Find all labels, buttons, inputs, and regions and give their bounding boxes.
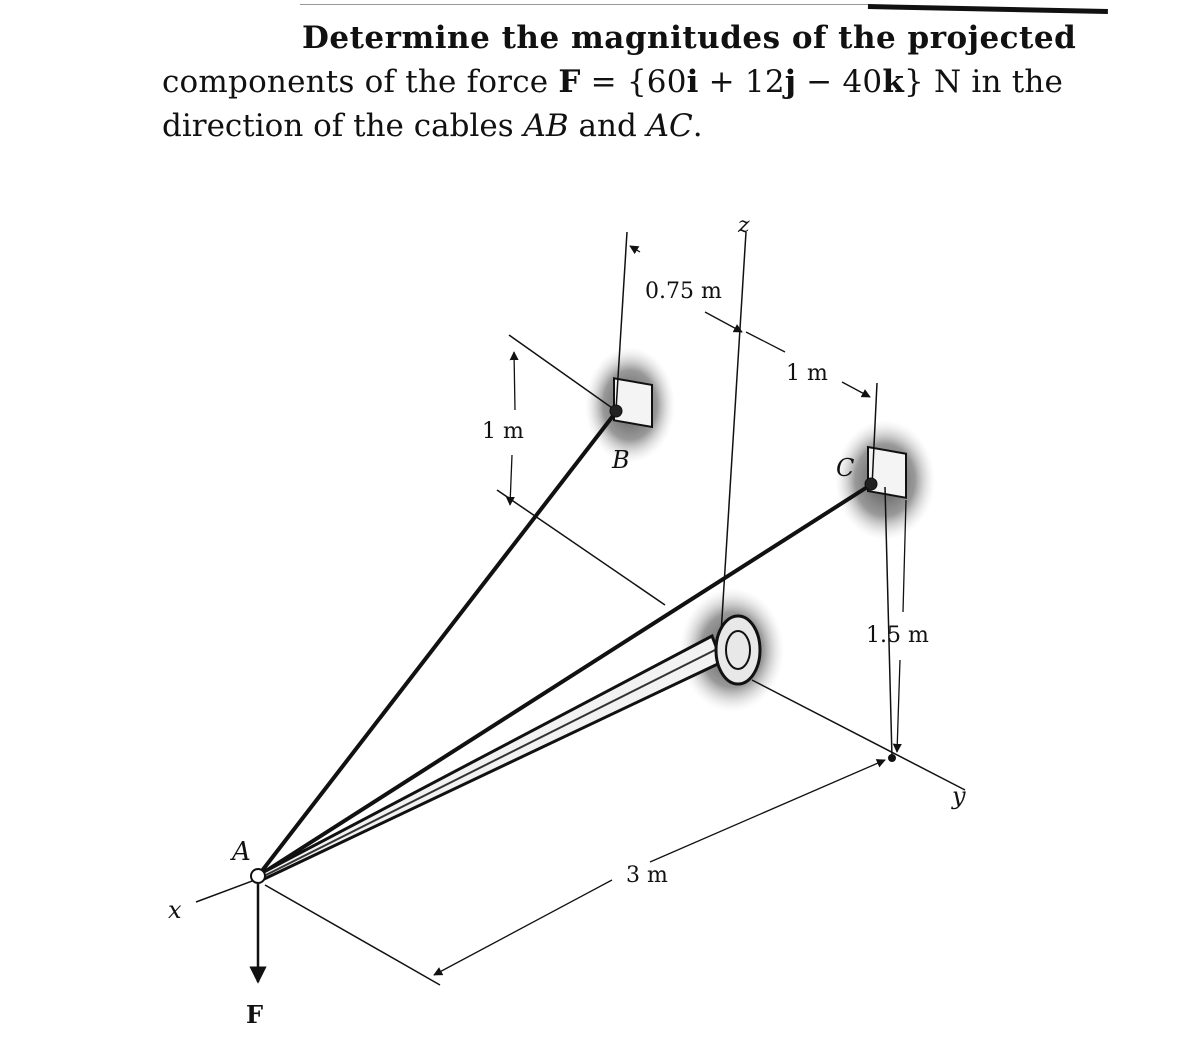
problem-text: } N in the <box>904 64 1064 100</box>
problem-text: = {60 <box>580 64 687 100</box>
problem-text: components of the force <box>162 64 559 100</box>
cables <box>256 410 874 878</box>
dim-label-1m-top: 1 m <box>786 361 828 386</box>
page-top-rule <box>300 4 870 5</box>
construction-lines <box>195 231 966 986</box>
cable-ab-label: AB <box>523 108 569 144</box>
point-a-marker <box>250 868 266 884</box>
force-symbol: F <box>558 64 581 100</box>
point-c-marker <box>864 477 878 491</box>
dim-label-1m-left: 1 m <box>482 419 524 444</box>
y-dim-point <box>888 754 896 762</box>
problem-line-1: Determine the magnitudes of the projecte… <box>302 20 1077 56</box>
x-axis <box>195 879 256 903</box>
b-top-extension <box>508 334 616 411</box>
dimension-lines <box>433 245 907 976</box>
label-axis-x: x <box>168 896 182 924</box>
problem-text: direction of the cables <box>162 108 524 144</box>
unit-vector-k: k <box>882 64 905 100</box>
cable-ac-label: AC <box>646 108 693 144</box>
c-vertical-line <box>884 486 893 759</box>
unit-vector-i: i <box>686 64 699 100</box>
dim-label-3: 3 m <box>626 863 668 888</box>
dim-3-arrow-right <box>649 759 886 863</box>
b-bottom-extension <box>496 489 666 606</box>
dim-15-line-up <box>902 499 907 613</box>
cable-ac <box>256 482 874 878</box>
label-point-b: B <box>611 446 630 474</box>
wall-patch-b <box>585 347 675 463</box>
problem-line-3: direction of the cables AB and AC. <box>162 104 1074 148</box>
point-b-marker <box>609 404 623 418</box>
pole-base-plate <box>714 614 762 686</box>
label-axis-z: z <box>737 213 750 238</box>
problem-text: . <box>692 108 703 144</box>
dim-label-075: 0.75 m <box>645 279 722 304</box>
problem-text: + 12 <box>698 64 785 100</box>
problem-text: − 40 <box>796 64 883 100</box>
label-force: F <box>246 1000 263 1029</box>
wall-patch-c <box>835 420 935 540</box>
z-axis <box>719 231 747 651</box>
problem-line-2: components of the force F = {60i + 12j −… <box>162 60 1074 104</box>
dim-15-arrow-down <box>892 659 902 753</box>
b-vertical-line <box>615 231 628 411</box>
problem-text: and <box>568 108 647 144</box>
dim-label-15: 1.5 m <box>866 623 929 648</box>
c-top-line <box>871 382 878 488</box>
label-axis-y: y <box>951 782 966 810</box>
dim-3-arrow-left <box>433 879 613 976</box>
dim-075-arrow-right <box>704 311 743 333</box>
pole <box>258 614 762 883</box>
label-point-a: A <box>230 837 251 867</box>
label-point-c: C <box>836 454 854 482</box>
dim-075-arrow-left <box>629 245 641 255</box>
a-extension-line <box>264 884 441 986</box>
unit-vector-j: j <box>784 64 797 100</box>
dim-1m-left-up <box>509 351 519 411</box>
y-axis <box>751 679 966 791</box>
problem-statement: Determine the magnitudes of the projecte… <box>162 16 1077 148</box>
dim-1m-left-down <box>505 454 515 506</box>
cable-ab <box>256 410 618 878</box>
dim-1m-top-line <box>745 331 786 353</box>
dim-1m-top-arrow <box>841 381 871 398</box>
